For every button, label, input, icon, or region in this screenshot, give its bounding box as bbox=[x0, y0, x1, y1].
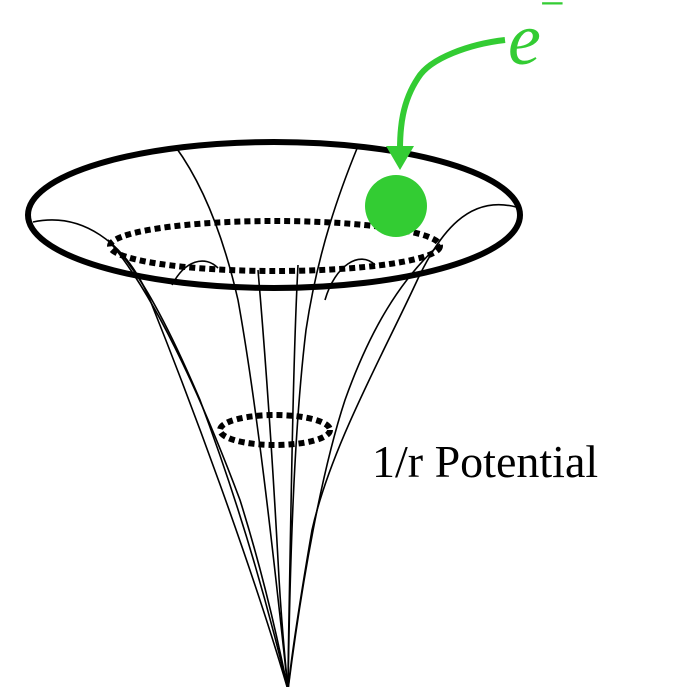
funnel-inner-dashed-ring bbox=[107, 218, 443, 274]
electron-charge-label: − bbox=[540, 0, 565, 28]
electron-label: e bbox=[508, 0, 541, 81]
field-line-right-outer bbox=[287, 203, 517, 687]
field-line-left-outer bbox=[32, 219, 288, 687]
field-line-left-center bbox=[174, 145, 289, 687]
field-line-center-a bbox=[257, 269, 289, 687]
electron-arrow-shaft bbox=[397, 37, 506, 151]
potential-label: 1/r Potential bbox=[372, 436, 598, 487]
electron-arrow bbox=[386, 37, 506, 170]
field-line-right-center bbox=[287, 145, 359, 687]
funnel-field-lines bbox=[32, 145, 517, 687]
field-line-lower-left bbox=[107, 239, 289, 687]
funnel-lower-dashed-ring bbox=[217, 412, 333, 448]
funnel-outer-rim bbox=[25, 139, 523, 291]
field-line-right-loop bbox=[324, 258, 376, 301]
field-line-left-loop bbox=[171, 260, 219, 286]
electron-arrow-head bbox=[386, 146, 414, 170]
electron-ball bbox=[365, 175, 427, 237]
